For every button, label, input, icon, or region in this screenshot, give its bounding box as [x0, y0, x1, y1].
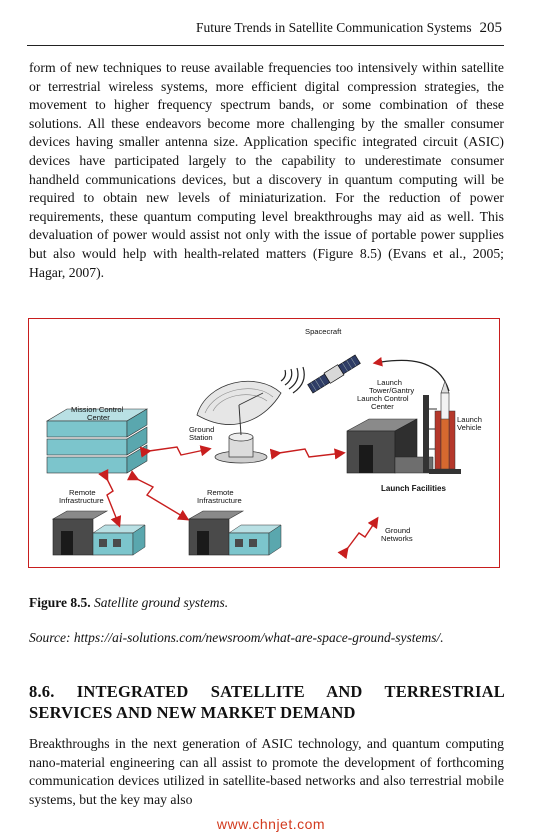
watermark: www.chnjet.com — [216, 816, 326, 832]
link-ground-station-to-launch — [269, 448, 346, 460]
launch-vehicle-label-2: Vehicle — [457, 423, 482, 432]
network-link-arrows — [98, 445, 379, 560]
launch-tower-label-1: Launch — [377, 378, 402, 387]
remote-infrastructure-middle-label-1: Remote — [207, 488, 234, 497]
body-paragraph-1: form of new techniques to reuse availabl… — [29, 60, 504, 280]
mission-control-label-1: Mission Control — [71, 405, 124, 414]
launch-vehicle-rocket-icon — [429, 380, 461, 474]
remote-infrastructure-left-label-1: Remote — [69, 488, 96, 497]
ground-station-label-2: Station — [189, 433, 213, 442]
header-rule — [27, 45, 504, 46]
launch-control-building-icon — [346, 418, 434, 474]
link-mission-to-ground-station — [139, 445, 212, 458]
ground-station-label-1: Ground — [189, 425, 214, 434]
remote-infrastructure-middle-icon — [187, 510, 282, 556]
mission-control-label-2: Center — [87, 413, 110, 422]
launch-vehicle-label-1: Launch — [457, 415, 482, 424]
figure-caption-label: Figure 8.5. — [29, 595, 91, 610]
remote-infrastructure-left-icon — [51, 510, 146, 556]
launch-facilities-label: Launch Facilities — [381, 484, 446, 493]
link-mission-to-remote-left — [98, 468, 122, 528]
spacecraft-label: Spacecraft — [305, 327, 342, 336]
body-paragraph-2: Breakthroughs in the next generation of … — [29, 736, 504, 807]
running-header-title: Future Trends in Satellite Communication… — [196, 20, 472, 35]
ground-station-dish-icon — [196, 380, 282, 464]
figure-caption: Figure 8.5. Satellite ground systems. — [29, 595, 228, 611]
ground-networks-label-2: Networks — [381, 534, 413, 543]
ground-networks-label-1: Ground — [385, 526, 410, 535]
spacecraft-icon — [307, 354, 361, 394]
running-header: Future Trends in Satellite Communication… — [0, 20, 542, 44]
figure-diagram: Spacecraft Mission Control Center — [45, 327, 482, 560]
figure-satellite-ground-systems: Spacecraft Mission Control Center — [28, 318, 500, 568]
remote-infrastructure-middle-label-2: Infrastructure — [197, 496, 242, 505]
remote-infrastructure-left-label-2: Infrastructure — [59, 496, 104, 505]
figure-source: Source: https://ai-solutions.com/newsroo… — [29, 630, 444, 645]
link-mission-to-remote-middle — [126, 470, 190, 521]
ground-networks-legend-arrow — [337, 516, 379, 560]
signal-waves-icon — [280, 366, 305, 394]
figure-caption-text: Satellite ground systems. — [94, 595, 229, 610]
launch-control-label-2: Center — [371, 402, 394, 411]
launch-tower-icon — [423, 395, 437, 473]
launch-tower-label-2: Tower/Gantry — [369, 386, 414, 395]
page-number: 205 — [479, 20, 503, 36]
section-heading: 8.6. INTEGRATED SATELLITE AND TERRESTRIA… — [29, 682, 505, 722]
launch-control-label-1: Launch Control — [357, 394, 409, 403]
